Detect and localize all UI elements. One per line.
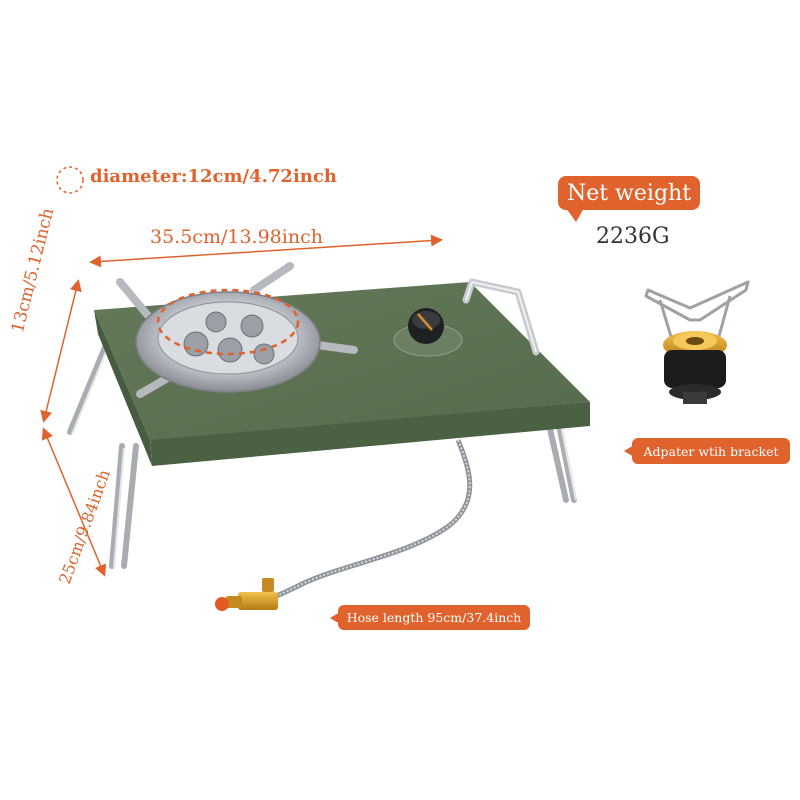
burner bbox=[135, 291, 321, 393]
diameter-label: diameter:12cm/4.72inch bbox=[90, 166, 337, 187]
adapter-label: Adpater wtih bracket bbox=[624, 438, 790, 464]
net-weight-badge: Net weight bbox=[558, 176, 700, 222]
table-legs bbox=[67, 337, 577, 569]
net-weight-value: 2236G bbox=[596, 224, 670, 249]
diameter-icon bbox=[56, 166, 84, 194]
gas-hose bbox=[257, 439, 473, 605]
control-knob[interactable] bbox=[393, 308, 463, 357]
diameter-marker bbox=[156, 288, 300, 356]
width-label: 35.5cm/13.98inch bbox=[150, 226, 323, 248]
table-front bbox=[150, 402, 590, 466]
height-arrow bbox=[41, 427, 107, 577]
hose-label: Hose length 95cm/37.4inch bbox=[330, 605, 530, 630]
width-arrow bbox=[89, 234, 443, 268]
hose-valve bbox=[215, 578, 278, 611]
adapter-with-bracket bbox=[644, 280, 750, 404]
depth-arrow bbox=[40, 279, 82, 423]
